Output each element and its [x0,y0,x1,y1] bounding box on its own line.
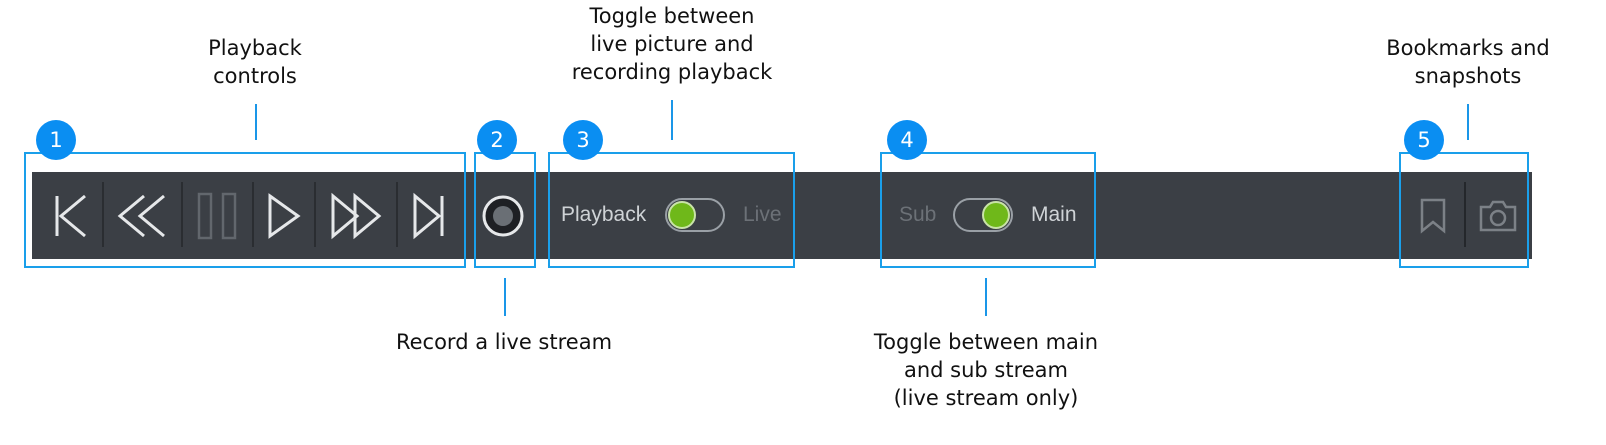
play-icon [268,192,301,239]
skip-to-start-icon [55,194,86,237]
fast-forward-button[interactable] [316,172,396,259]
annotation-2-line-1: Record a live stream [395,330,613,354]
annotation-1-line-1: Playback [208,36,302,60]
annotation-1-text: Playback controls [165,34,345,90]
annotation-4-line-3: (live stream only) [893,386,1079,410]
skip-to-end-button[interactable] [398,172,460,259]
bookmark-button[interactable] [1410,172,1456,259]
record-button[interactable] [478,172,528,259]
annotation-4-text: Toggle between main and sub stream (live… [856,328,1116,412]
sub-stream-label[interactable]: Sub [899,203,937,226]
skip-to-start-button[interactable] [40,172,102,259]
annotation-5-line-2: snapshots [1414,64,1522,88]
skip-to-end-icon [413,192,444,239]
main-stream-label[interactable]: Main [1031,203,1077,226]
annotation-2-text: Record a live stream [384,328,624,356]
annotation-4-line-2: and sub stream [903,358,1069,382]
annotation-5-line-1: Bookmarks and [1386,36,1550,60]
callout-line-2 [504,278,506,316]
annotation-badge-3: 3 [563,120,603,160]
rewind-icon [117,194,165,237]
player-toolbar: Playback Live Sub Main [32,172,1532,259]
stream-toggle-knob [982,201,1010,229]
fast-forward-icon [331,192,382,239]
playback-live-toggle[interactable] [665,198,725,232]
bookmark-icon [1420,198,1446,234]
callout-line-5 [1467,104,1469,140]
annotation-4-line-1: Toggle between main [873,330,1099,354]
toolbar-separator [102,182,104,247]
live-label[interactable]: Live [743,203,782,226]
record-icon [482,195,524,236]
rewind-button[interactable] [104,172,180,259]
annotation-3-line-3: recording playback [571,60,773,84]
annotation-3-line-2: live picture and [590,32,754,56]
playback-live-toggle-knob [668,201,696,229]
callout-line-4 [985,278,987,316]
toolbar-separator [314,182,316,247]
annotation-3-text: Toggle between live picture and recordin… [552,2,792,86]
annotation-badge-2: 2 [477,120,517,160]
callout-line-1 [255,104,257,140]
stream-toggle[interactable] [953,198,1013,232]
annotation-badge-1: 1 [36,120,76,160]
snapshot-button[interactable] [1472,172,1524,259]
annotation-5-text: Bookmarks and snapshots [1376,34,1560,90]
toolbar-separator [181,182,183,247]
toolbar-separator [252,182,254,247]
annotation-3-line-1: Toggle between [589,4,755,28]
playback-label[interactable]: Playback [561,203,647,226]
callout-line-3 [671,100,673,140]
annotation-badge-4: 4 [887,120,927,160]
toolbar-separator [396,182,398,247]
annotation-badge-5: 5 [1404,120,1444,160]
play-button[interactable] [254,172,314,259]
pause-button[interactable] [183,172,251,259]
camera-icon [1479,200,1517,231]
annotation-1-line-2: controls [213,64,297,88]
toolbar-separator [1464,182,1466,247]
pause-icon [197,192,237,239]
